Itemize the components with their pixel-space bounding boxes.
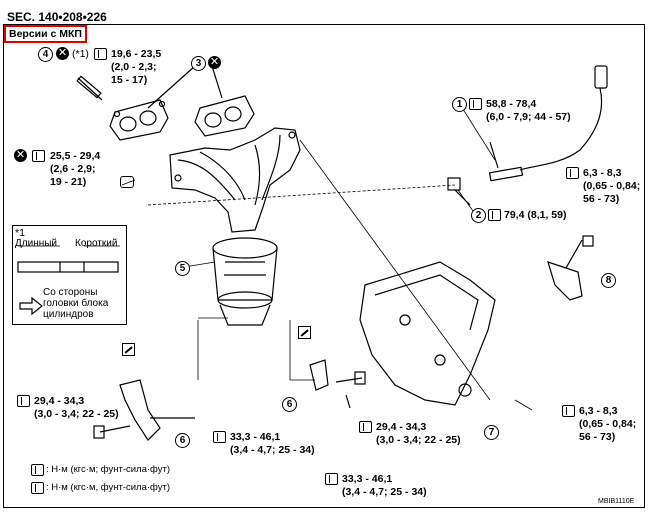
callout-8: 8: [601, 273, 616, 288]
bracket-left: [93, 379, 195, 441]
shield-top-torque-1: 6,3 - 8,3: [583, 167, 622, 179]
stud-length-inset: *1 Длинный Короткий Со стороны головки б…: [12, 225, 127, 325]
nut-part: [120, 176, 134, 188]
callout-1: 1: [452, 97, 467, 112]
inset-mark: *1: [15, 227, 25, 239]
callout-6-left: 6: [175, 433, 190, 448]
diagram-frame: [3, 24, 645, 508]
torque-icon-filled: [566, 167, 579, 179]
stud-part: [76, 75, 103, 101]
inset-short: Короткий: [75, 238, 118, 249]
bracket-mid-torque-1: 29,4 - 34,3: [376, 421, 427, 433]
bracket-left2-torque-2: (3,4 - 4,7; 25 - 34): [230, 444, 315, 456]
shield-bottom-torque-1: 6,3 - 8,3: [579, 405, 618, 417]
shield-bottom-torque-3: 56 - 73): [579, 431, 616, 443]
replace-icon: ✕: [56, 47, 69, 60]
torque-icon: [359, 421, 372, 433]
stud-mark: (*1): [72, 48, 89, 60]
torque-icon: [32, 150, 45, 162]
legend-torque-icon-filled: [31, 464, 44, 476]
replace-icon: ✕: [14, 149, 27, 162]
callout-3: 3: [191, 56, 206, 71]
gasket-right: [194, 95, 255, 137]
callout-7: 7: [484, 425, 499, 440]
oxygen-sensor-1: [488, 65, 608, 182]
shield-top-torque-2: (0,65 - 0,84;: [583, 180, 641, 192]
bracket-mid2-torque-1: 33,3 - 46,1: [342, 473, 393, 485]
inset-side-2: головки блока: [43, 298, 109, 309]
variant-label: Версии с МКП: [4, 25, 87, 43]
callout-6-middle: 6: [282, 397, 297, 412]
sensor1-torque-1: 58,8 - 78,4: [486, 98, 537, 110]
legend-torque-icon: [31, 482, 44, 494]
section-code: SEC. 140•208•226: [7, 10, 107, 24]
shield-bottom-torque-2: (0,65 - 0,84;: [579, 418, 637, 430]
exhaust-manifold: [169, 127, 301, 233]
torque-icon: [469, 98, 482, 110]
bracket-right: [547, 235, 594, 301]
stud-torque-1: 19,6 - 23,5: [111, 48, 162, 60]
torque-icon: [325, 473, 338, 485]
legend-row-1: : Н·м (кгс·м; фунт-сила·фут): [46, 464, 171, 475]
legend-row-2: : Н·м (кгс·м, фунт-сила·фут): [46, 482, 171, 493]
bracket-mid2-torque-2: (3,4 - 4,7; 25 - 34): [342, 486, 427, 498]
stud-torque-2: (2,0 - 2,3;: [111, 61, 157, 73]
catalytic-converter: [212, 237, 278, 326]
stud-torque-3: 15 - 17): [111, 74, 148, 86]
oxygen-sensor-2: [447, 177, 471, 206]
callout-2: 2: [471, 208, 486, 223]
nut-torque-1: 25,5 - 29,4: [50, 150, 101, 162]
note-icon: [298, 326, 311, 339]
bracket-left-torque-1: 29,4 - 34,3: [34, 395, 85, 407]
torque-icon-filled: [562, 405, 575, 417]
stud-inset-drawing: [17, 245, 120, 273]
sensor2-torque: 79,4 (8,1, 59): [504, 209, 567, 221]
inset-long: Длинный: [15, 238, 58, 249]
figure-code: MBIB1110E: [598, 498, 635, 505]
callout-5: 5: [175, 261, 190, 276]
bracket-left2-torque-1: 33,3 - 46,1: [230, 431, 281, 443]
note-icon: [122, 343, 135, 356]
gasket-left: [109, 99, 169, 141]
torque-icon: [94, 48, 107, 60]
arrow-icon: [19, 296, 43, 316]
sensor1-torque-2: (6,0 - 7,9; 44 - 57): [486, 111, 571, 123]
inset-side-1: Со стороны: [43, 287, 98, 298]
bracket-left-torque-2: (3,0 - 3,4; 22 - 25): [34, 408, 119, 420]
torque-icon: [488, 209, 501, 221]
torque-icon: [213, 431, 226, 443]
bracket-mid-torque-2: (3,0 - 3,4; 22 - 25): [376, 434, 461, 446]
bracket-middle: [309, 359, 366, 409]
nut-torque-2: (2,6 - 2,9;: [50, 163, 96, 175]
heat-shield: [359, 261, 496, 406]
shield-top-torque-3: 56 - 73): [583, 193, 620, 205]
nut-torque-3: 19 - 21): [50, 176, 87, 188]
inset-side-3: цилиндров: [43, 309, 94, 320]
replace-icon: ✕: [208, 56, 221, 69]
callout-4: 4: [38, 47, 53, 62]
torque-icon: [17, 395, 30, 407]
